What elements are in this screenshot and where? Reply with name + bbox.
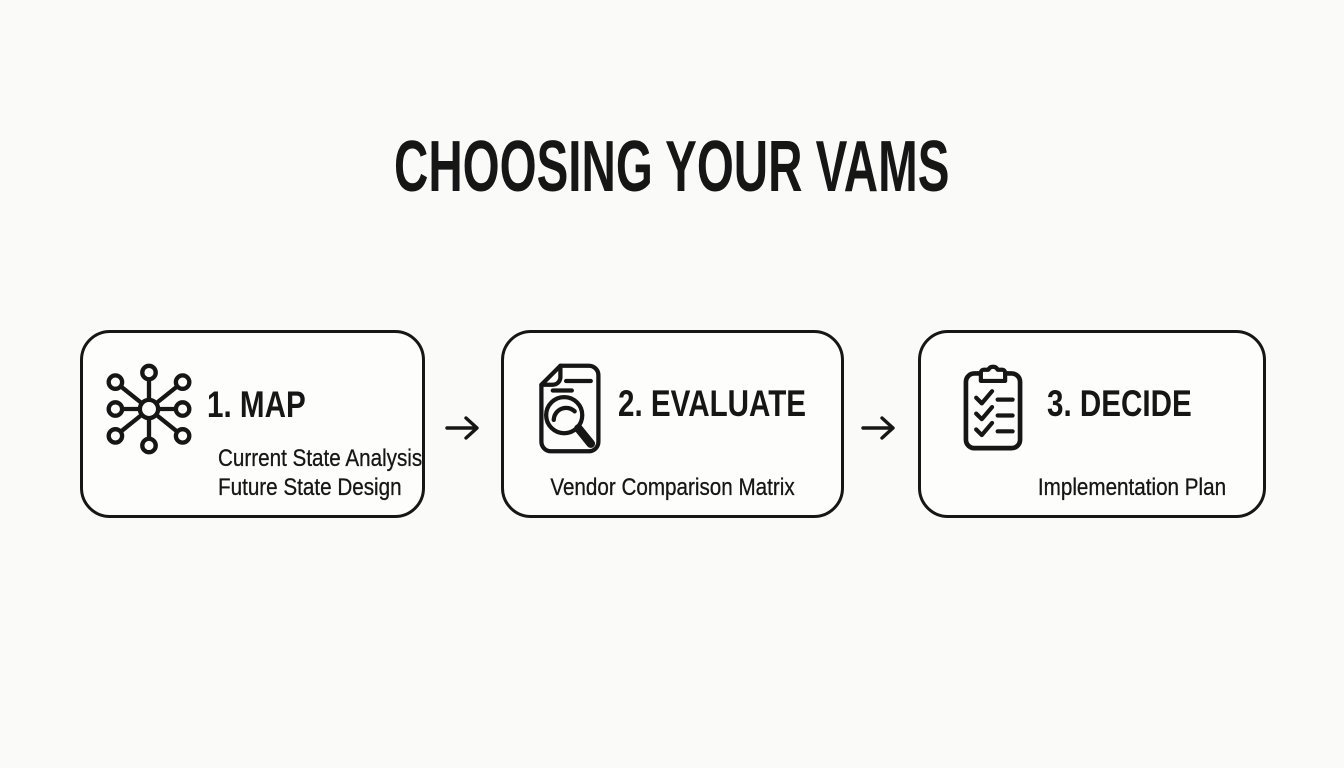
step-header: 1. MAP <box>101 361 330 457</box>
step-label: 2. EVALUATE <box>618 383 807 424</box>
page-title: CHOOSING YOUR VAMS <box>0 131 1344 203</box>
step-label: 1. MAP <box>207 383 306 425</box>
step-header: 3. DECIDE <box>951 361 1228 455</box>
step-details: Vendor Comparison Matrix <box>504 473 841 502</box>
detail-line: Vendor Comparison Matrix <box>550 474 795 501</box>
detail-line: Current State Analysis <box>218 445 423 472</box>
step-label: 3. DECIDE <box>1047 382 1192 424</box>
step-details: Current State Analysis Future State Desi… <box>218 444 455 502</box>
step-card-evaluate: 2. EVALUATE Vendor Comparison Matrix <box>501 330 844 518</box>
clipboard-checklist-icon <box>951 361 1035 455</box>
page-title-text: CHOOSING YOUR VAMS <box>394 127 950 207</box>
document-magnifier-icon <box>528 361 608 456</box>
network-hub-icon <box>101 361 197 457</box>
step-header: 2. EVALUATE <box>528 361 853 456</box>
step-details: Implementation Plan <box>1001 473 1263 502</box>
detail-line: Implementation Plan <box>1037 474 1227 501</box>
step-card-map: 1. MAP Current State Analysis Future Sta… <box>80 330 425 518</box>
right-arrow-icon <box>859 407 901 449</box>
detail-line: Future State Design <box>218 474 402 501</box>
right-arrow-icon <box>443 407 485 449</box>
step-card-decide: 3. DECIDE Implementation Plan <box>918 330 1266 518</box>
